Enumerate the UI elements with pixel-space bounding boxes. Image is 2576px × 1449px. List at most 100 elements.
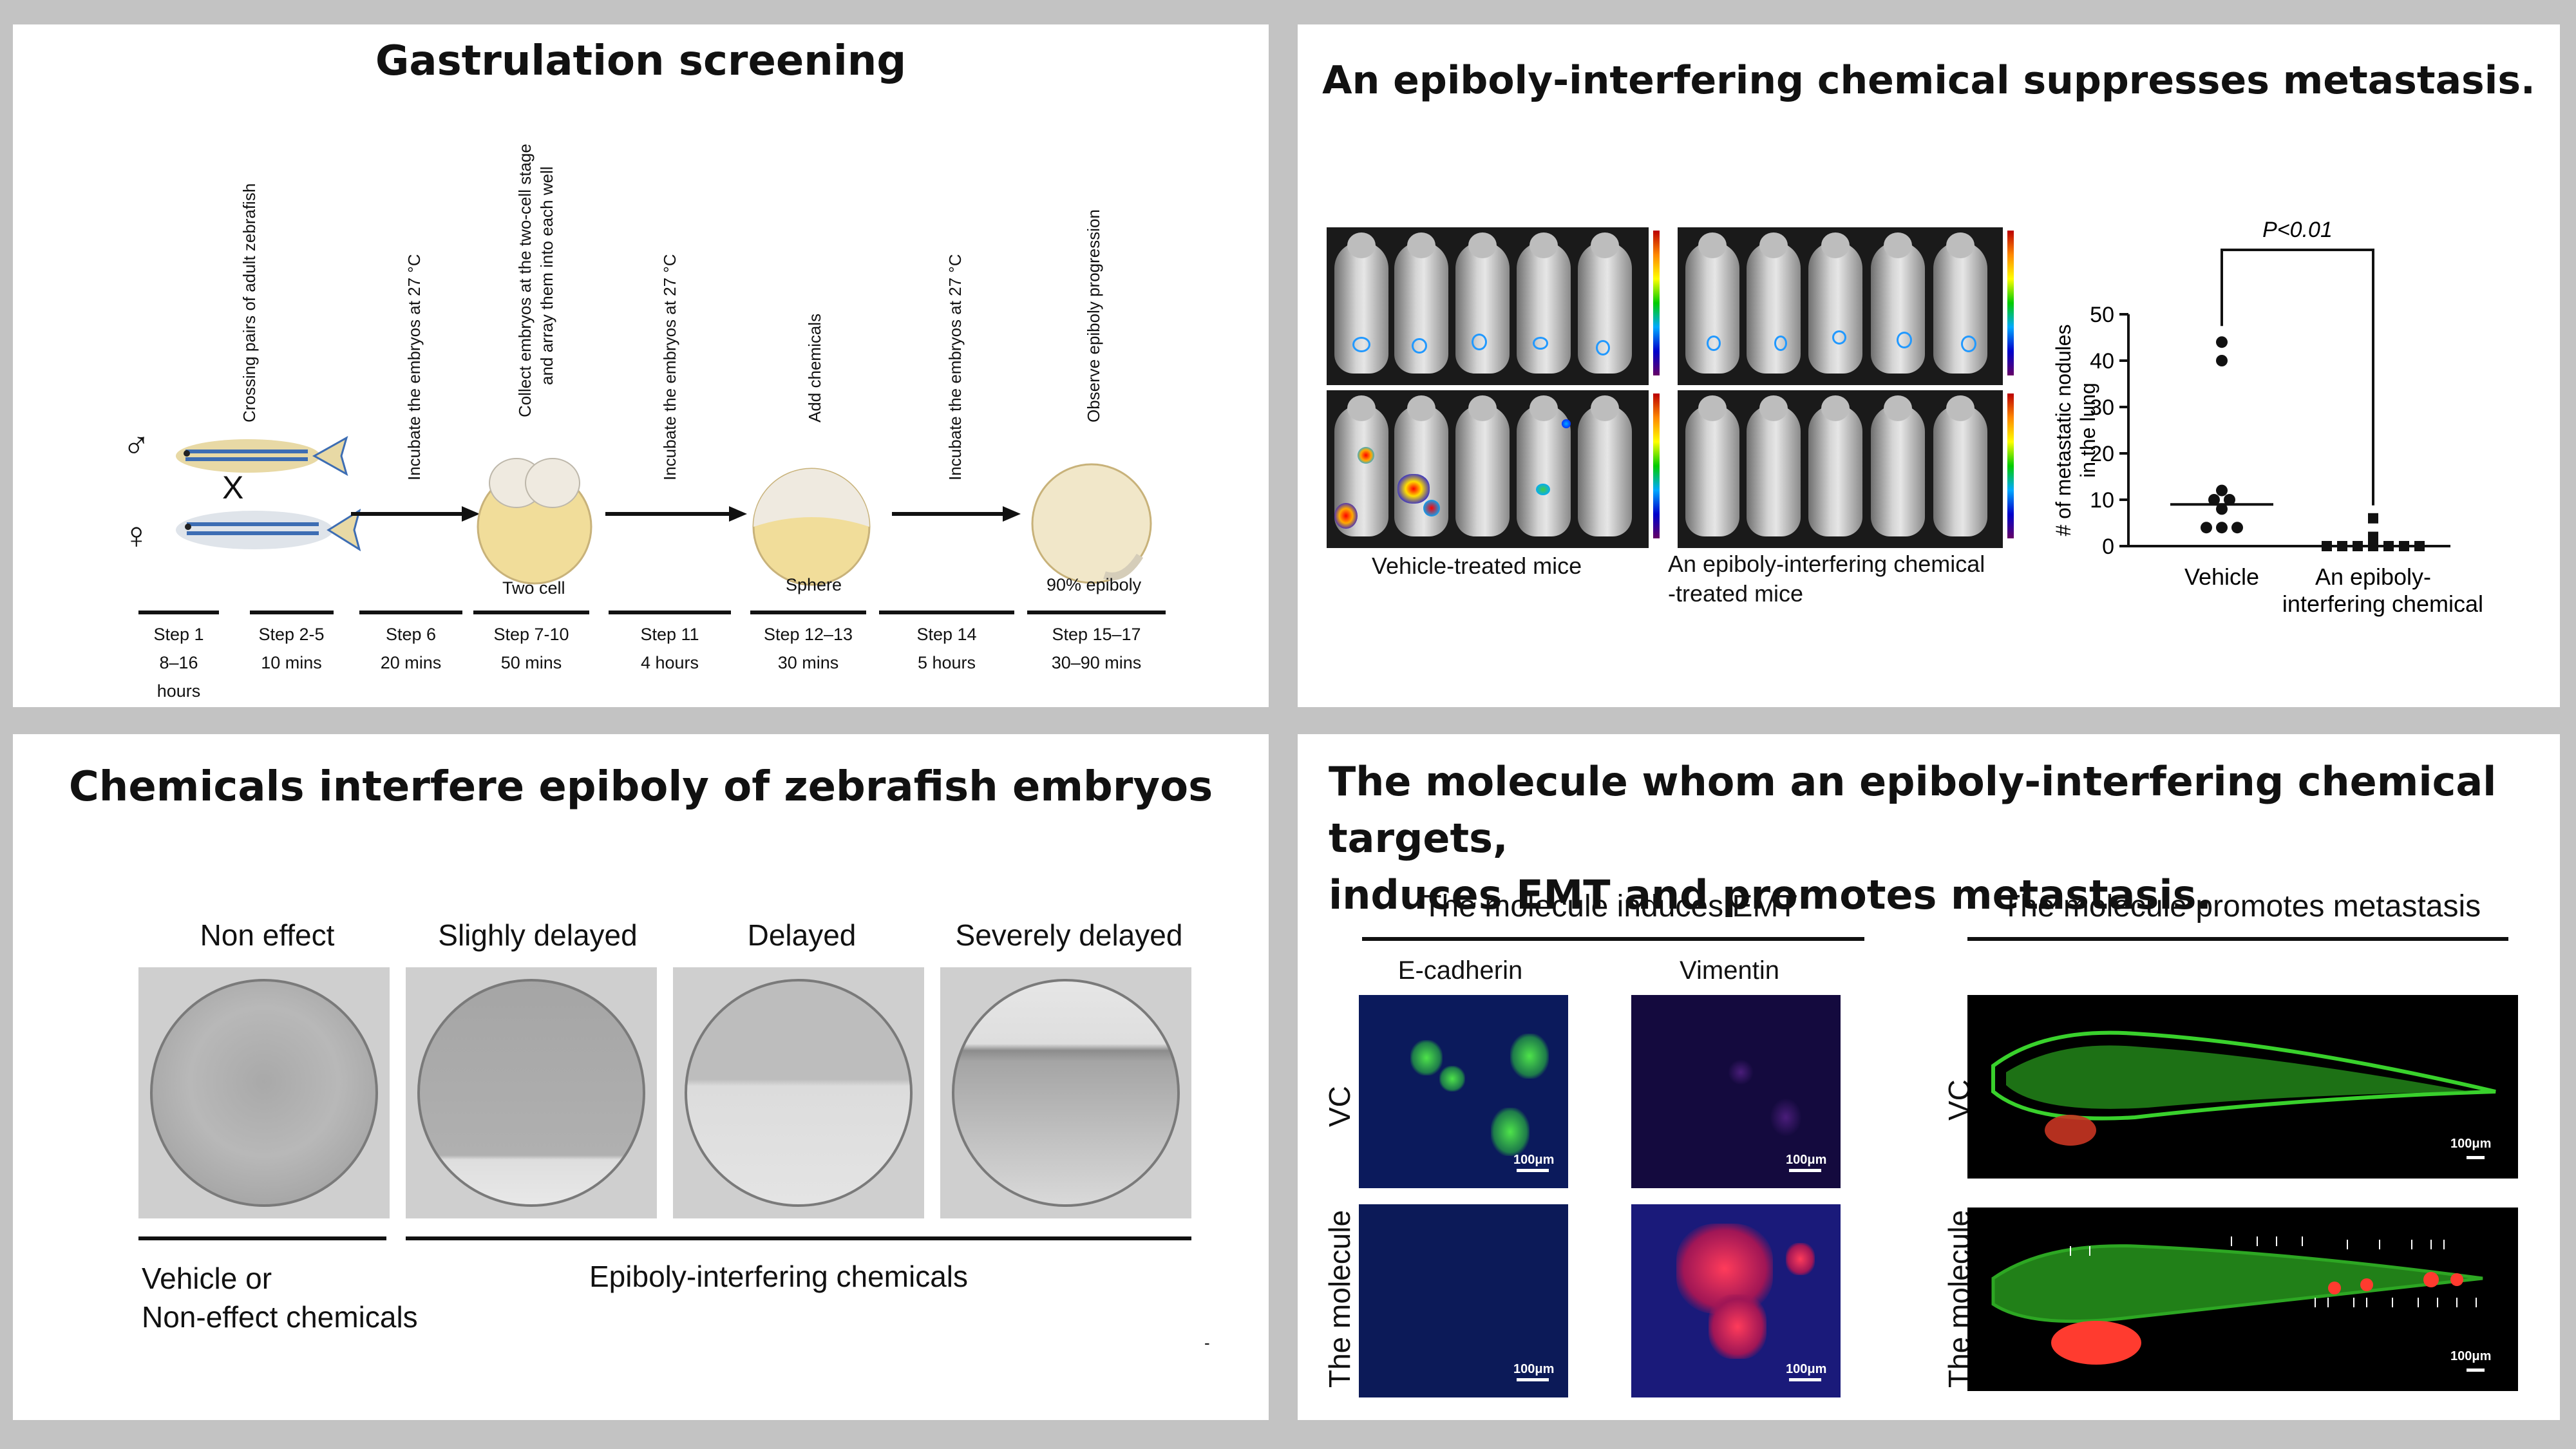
row-label-molecule: The molecule — [1323, 1209, 1356, 1388]
significance-bracket — [2221, 249, 2374, 506]
category-non-effect: Non effect — [200, 918, 335, 952]
ivis-image-chemical-top — [1678, 227, 2003, 385]
luminescence-colorbar — [2007, 231, 2014, 375]
category-delayed: Delayed — [747, 918, 857, 952]
arrow-icon — [605, 506, 747, 522]
micrograph-molecule-vimentin: 100μm — [1631, 1204, 1841, 1397]
luminescence-colorbar — [1653, 393, 1660, 538]
timeline-bar — [250, 611, 334, 614]
data-point — [2208, 494, 2220, 506]
step-label-add-chemicals: Add chemicals — [805, 313, 824, 422]
timeline-bar — [359, 611, 462, 614]
stage-label-sphere: Sphere — [786, 575, 842, 594]
significance-label: P<0.01 — [2262, 218, 2333, 242]
category-severely-delayed: Severely delayed — [955, 918, 1183, 952]
row-label-vc: VC — [1323, 1086, 1356, 1127]
y-axis-label: in the lung — [2076, 383, 2099, 478]
group-bar-chemicals — [406, 1236, 1191, 1240]
data-point — [2201, 522, 2212, 534]
fish-image-molecule: 100μm — [1967, 1208, 2518, 1391]
metastasis-suppression-panel: An epiboly-interfering chemical suppress… — [1298, 24, 2560, 707]
stray-dash: - — [1204, 1333, 1210, 1352]
x-category-label: Vehicle — [2184, 564, 2259, 590]
micrograph-molecule-e-cadherin: 100μm — [1359, 1204, 1568, 1397]
y-axis-label: # of metastatic nodules — [2052, 324, 2075, 536]
stage-label-90-epiboly: 90% epiboly — [1046, 575, 1142, 594]
timeline-bar — [879, 611, 1014, 614]
step-label-incubate-1: Incubate the embryos at 27 °C — [404, 254, 424, 480]
heading-induces-emt: The molecule induces EMT — [1423, 889, 1797, 923]
embryo-photo-slightly-delayed — [406, 967, 657, 1218]
step-label-crossing: Crossing pairs of adult zebrafish — [240, 183, 259, 422]
col-label-vimentin: Vimentin — [1680, 956, 1779, 985]
luminescence-colorbar — [2007, 393, 2014, 538]
fish-image-vc: 100μm — [1967, 995, 2518, 1179]
timeline-bar — [1027, 611, 1166, 614]
ivis-image-vehicle-bottom — [1327, 390, 1649, 548]
step-label-collect-1: Collect embryos at the two-cell stage — [515, 144, 535, 417]
heading-underline — [1967, 937, 2508, 941]
step-label-incubate-3: Incubate the embryos at 27 °C — [945, 254, 965, 480]
timeline-bar — [609, 611, 731, 614]
caption-chemical-mice: An epiboly-interfering chemical-treated … — [1668, 551, 1985, 607]
emt-metastasis-panel: The molecule whom an epiboly-interfering… — [1298, 734, 2560, 1420]
y-tick-label: 50 — [2090, 303, 2114, 327]
group-label-chemicals: Epiboly-interfering chemicals — [589, 1260, 969, 1293]
ivis-image-chemical-bottom — [1678, 390, 2003, 548]
data-point — [2231, 522, 2243, 534]
data-point — [2216, 355, 2228, 366]
heading-underline — [1362, 937, 1864, 941]
step-label-observe: Observe epiboly progression — [1084, 209, 1103, 422]
group-bar-vehicle — [138, 1236, 386, 1240]
y-tick-label: 0 — [2102, 535, 2114, 559]
panel-title: An epiboly-interfering chemical suppress… — [1322, 58, 2535, 103]
y-tick-label: 30 — [2090, 395, 2114, 420]
panel-title: Gastrulation screening — [375, 37, 907, 85]
arrow-icon — [892, 506, 1021, 522]
luminescence-colorbar — [1653, 231, 1660, 375]
timeline-bar — [473, 611, 589, 614]
embryo-photo-severely-delayed — [940, 967, 1191, 1218]
panel-title: Chemicals interfere epiboly of zebrafish… — [68, 763, 1213, 811]
data-point — [2216, 484, 2228, 497]
data-point — [2224, 494, 2235, 506]
ivis-image-vehicle-top — [1327, 227, 1649, 385]
caption-vehicle-mice: Vehicle-treated mice — [1372, 553, 1582, 579]
timeline-bar — [750, 611, 866, 614]
panel-title: The molecule whom an epiboly-interfering… — [1329, 758, 2497, 918]
female-zebrafish-icon — [176, 508, 361, 552]
y-tick-label: 10 — [2090, 488, 2114, 513]
male-symbol: ♂ — [122, 424, 151, 466]
step-label-collect-2: and array them into each well — [537, 166, 556, 385]
zebrafish-pair-illustration — [176, 435, 361, 552]
epiboly-embryo-illustration — [1031, 463, 1152, 584]
category-slightly-delayed: Slighly delayed — [438, 918, 638, 952]
female-symbol: ♀ — [122, 515, 151, 556]
y-tick-label: 40 — [2090, 349, 2114, 374]
heading-promotes-metastasis: The molecule promotes metastasis — [2001, 889, 2481, 923]
gastrulation-screening-panel: Gastrulation screening ♂ ♀ X Crossing pa… — [13, 24, 1269, 707]
data-point — [2368, 513, 2378, 524]
data-point — [2216, 336, 2228, 348]
epiboly-interference-panel: Chemicals interfere epiboly of zebrafish… — [13, 734, 1269, 1420]
timeline-bar — [138, 611, 219, 614]
arrow-icon — [351, 506, 480, 522]
data-point — [2368, 531, 2378, 542]
embryo-photo-non-effect — [138, 967, 390, 1218]
micrograph-vc-e-cadherin: 100μm — [1359, 995, 1568, 1188]
data-point — [2216, 503, 2228, 515]
micrograph-vc-vimentin: 100μm — [1631, 995, 1841, 1188]
y-tick-label: 20 — [2090, 442, 2114, 466]
data-point — [2216, 522, 2228, 534]
col-label-e-cadherin: E-cadherin — [1397, 956, 1523, 985]
